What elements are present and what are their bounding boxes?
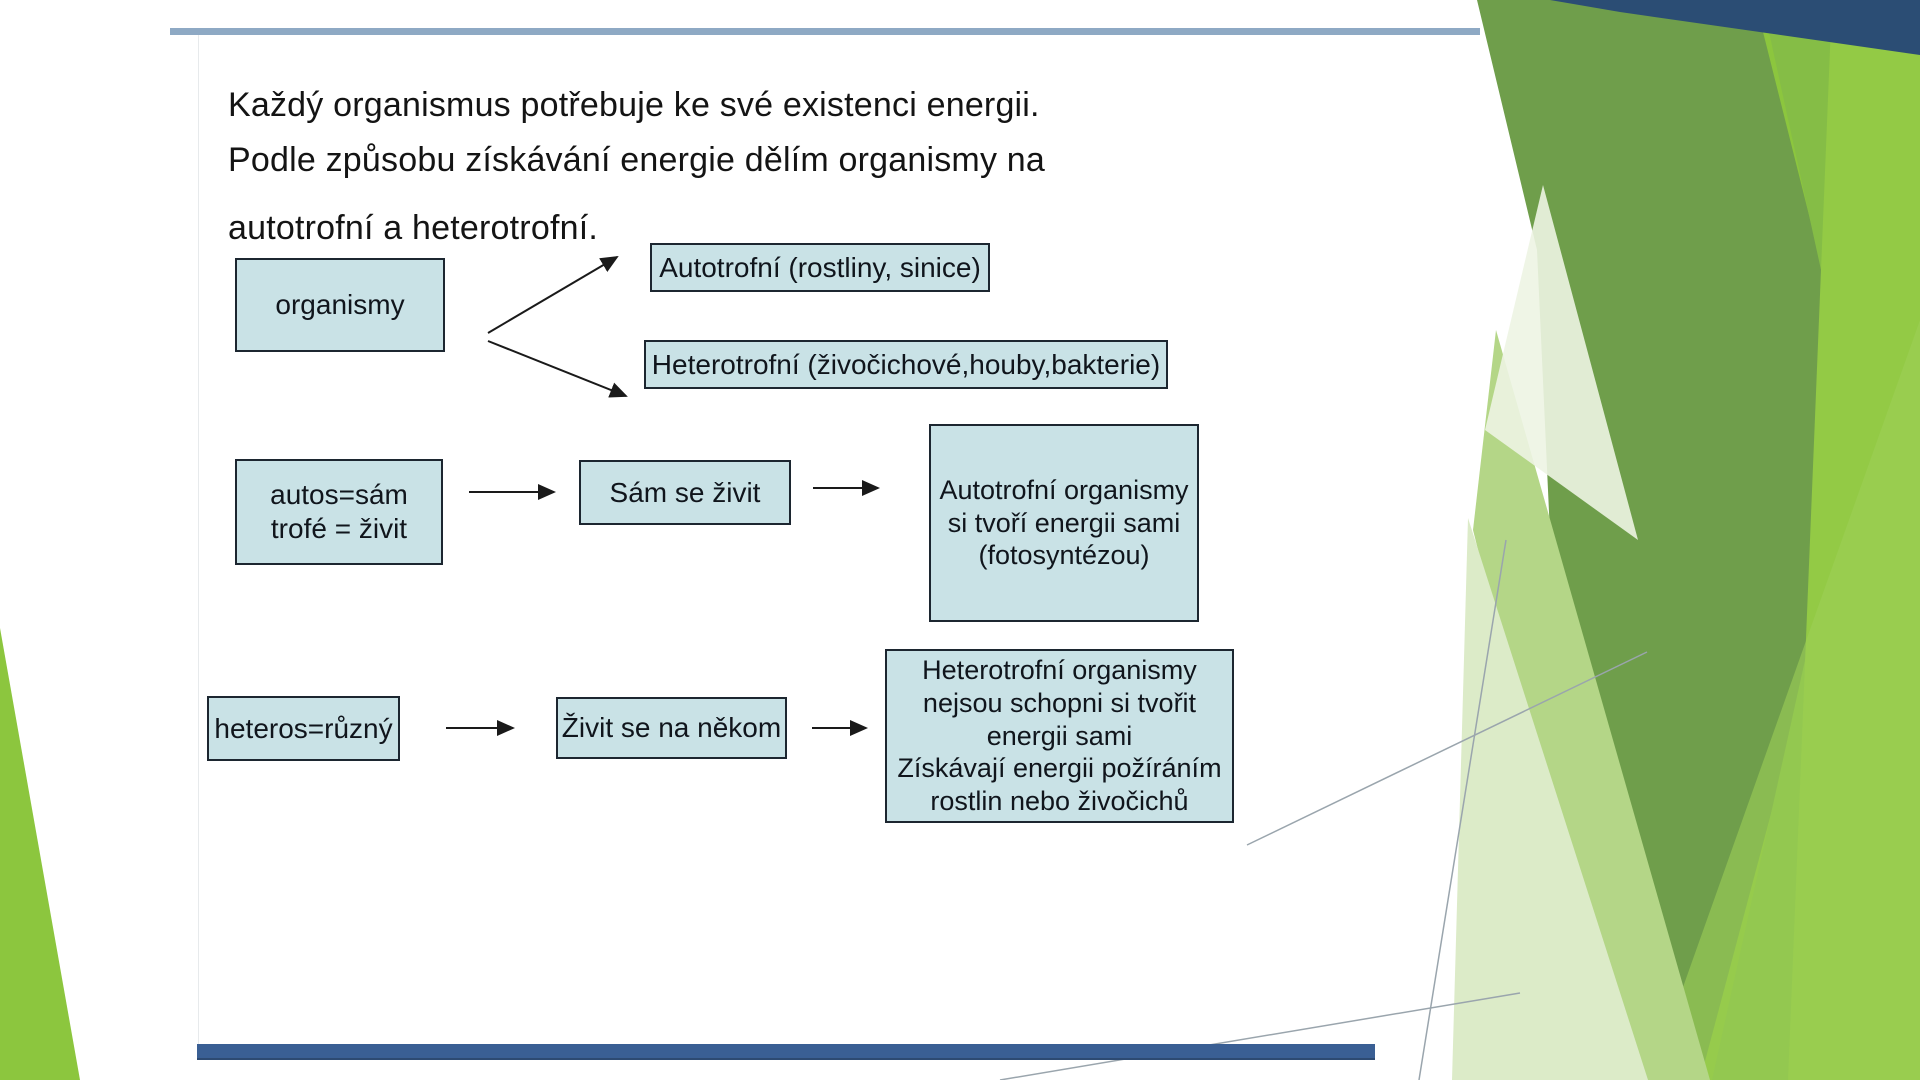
slide-bottom-accent-bar [197, 1044, 1375, 1060]
box-organismy: organismy [235, 258, 445, 352]
box-zivit-se-na-nekom: Živit se na někom [556, 697, 787, 759]
intro-text-line-2: Podle způsobu získávání energie dělím or… [228, 141, 1046, 179]
box-heterotrofni: Heterotrofní (živočichové,houby,bakterie… [644, 340, 1168, 389]
green-facet-shape [1485, 185, 1638, 540]
box-autotrofni-detail: Autotrofní organismy si tvoří energii sa… [929, 424, 1199, 622]
box-autotrofni: Autotrofní (rostliny, sinice) [650, 243, 990, 292]
slide-left-edge [198, 34, 199, 1046]
box-heteros-ruzny: heteros=různý [207, 696, 400, 761]
slide-top-accent-line [170, 28, 1480, 35]
intro-text-line-3: autotrofní a heterotrofní. [228, 209, 598, 247]
box-autos-sam: autos=sám trofé = živit [235, 459, 443, 565]
navy-corner-shape [1550, 0, 1920, 55]
decorative-fold-line [1246, 651, 1648, 846]
green-facet-shape [1473, 330, 1710, 1080]
box-sam-se-zivit: Sám se živit [579, 460, 791, 525]
green-facet-shape [1650, 320, 1920, 1080]
green-facet-shape [1452, 518, 1648, 1080]
green-wedge-left [0, 628, 80, 1080]
box-heterotrofni-detail: Heterotrofní organismy nejsou schopni si… [885, 649, 1234, 823]
intro-text-line-1: Každý organismus potřebuje ke své existe… [228, 86, 1040, 124]
decorative-fold-line [1418, 539, 1507, 1080]
decorative-fold-line [999, 992, 1521, 1080]
